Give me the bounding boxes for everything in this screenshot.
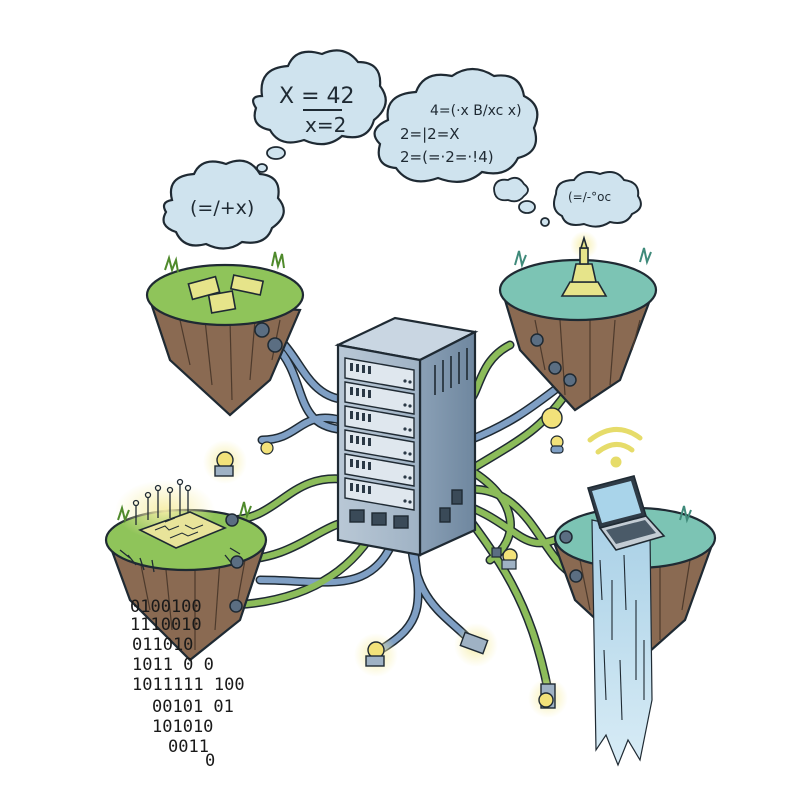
thought-cloud-right: 4=(·x B/xc x) 2=|2=X 2=(=·2=·!4): [373, 67, 539, 183]
thought-cloud-small-right: (=/-°oc: [553, 171, 642, 228]
binary-row: 1011111 100: [132, 675, 245, 695]
wifi-icon: [587, 427, 643, 468]
binary-row: 0: [205, 751, 215, 771]
binary-row: 0100100: [130, 597, 202, 617]
yellow-blocks: [187, 274, 265, 314]
laptop-icon: [586, 475, 666, 551]
glowing-plugs: [203, 407, 568, 718]
binary-row: 00101 01: [152, 697, 234, 717]
binary-row: 101010: [152, 717, 213, 737]
circuit-chip-icon: [137, 511, 228, 549]
thought-cloud-top: X = 42 x=2: [252, 49, 387, 146]
cloud-right-line-1: 4=(·x B/xc x): [430, 103, 522, 119]
binary-stream: 0100100 1110010 011010 1011 0 0 1011111 …: [130, 597, 245, 771]
cloud-right-line-3: 2=(=·2=·!4): [400, 148, 494, 166]
binary-row: 1011 0 0: [132, 655, 214, 675]
cloud-top-line-2: x=2: [305, 113, 346, 137]
golden-monument-icon: [560, 235, 608, 297]
binary-row: 0011: [168, 737, 209, 757]
cloud-left-line-1: (=/+x): [190, 197, 254, 219]
thought-cloud-left: (=/+x): [162, 159, 285, 250]
server-ports: [349, 489, 463, 529]
island-bottom-right: [553, 427, 717, 767]
waterfall: [591, 519, 653, 767]
island-top-left: [145, 251, 305, 417]
server-tower: [334, 316, 479, 557]
drive-bay-slots: [350, 363, 412, 504]
island-bottom-left: [104, 478, 268, 662]
cloud-top-line-1: X = 42: [279, 84, 355, 109]
island-top-right: [498, 231, 658, 412]
cloud-right-line-2: 2=|2=X: [400, 125, 460, 143]
binary-row: 011010: [132, 635, 193, 655]
server-vent-slits: [434, 348, 468, 395]
thought-bubbles: [256, 146, 550, 227]
binary-row: 1110010: [130, 615, 202, 635]
cloud-small-right-line-1: (=/-°oc: [568, 190, 611, 204]
